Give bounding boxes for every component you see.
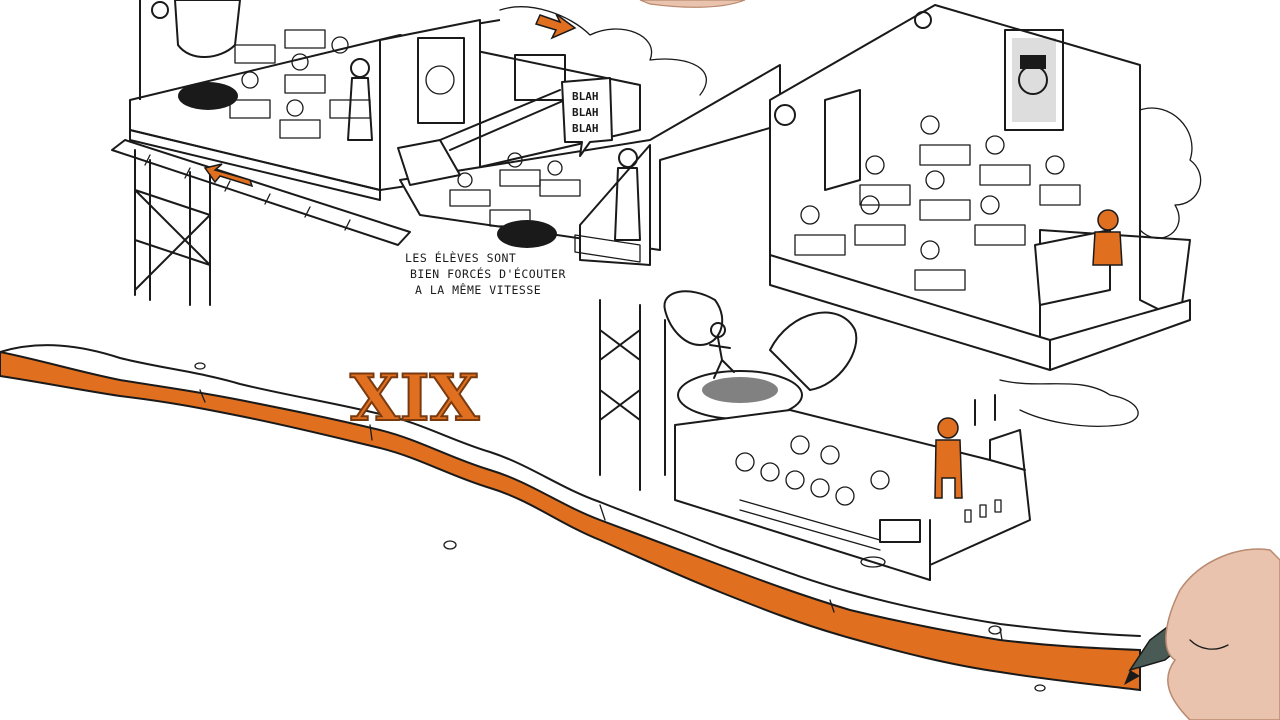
speech-bubble: BLAH BLAH BLAH — [561, 77, 613, 157]
caption: LES ÉLÈVES SONT BIEN FORCÉS D'ÉCOUTER A … — [405, 250, 566, 297]
clouds — [499, 6, 1202, 427]
orange-river — [0, 344, 1141, 692]
hand-with-marker — [1124, 548, 1280, 720]
bubble-line-1: BLAH — [572, 90, 599, 103]
flow-arrow — [534, 13, 577, 40]
typewriter — [879, 519, 921, 543]
era-label: XIX — [350, 361, 480, 436]
top-hand — [173, 0, 242, 58]
caption-line-2: BIEN FORCÉS D'ÉCOUTER — [410, 266, 566, 281]
middle-classroom: BLAH BLAH BLAH — [397, 54, 781, 266]
factory-room — [674, 394, 1031, 581]
caption-line-1: LES ÉLÈVES SONT — [405, 250, 516, 265]
falling-kid — [709, 322, 735, 379]
portrait-frame — [417, 37, 465, 124]
clock-icon-top — [914, 11, 932, 29]
caption-line-3: A LA MÊME VITESSE — [415, 282, 541, 297]
bubble-line-2: BLAH — [572, 106, 599, 119]
floor-hole — [178, 82, 238, 110]
clock-icon-right — [774, 104, 796, 126]
toilet-chute — [663, 290, 858, 420]
bubble-line-3: BLAH — [572, 122, 599, 135]
clock-icon — [151, 1, 169, 19]
portrait-frame-right — [1004, 29, 1064, 131]
orange-supervisor — [934, 417, 963, 499]
teacher-figure-left — [347, 58, 373, 141]
teacher-figure-middle — [614, 148, 641, 241]
orange-teacher — [1092, 209, 1123, 266]
top-hand-partial — [639, 0, 746, 8]
right-classroom — [769, 4, 1191, 371]
floor-hole-middle — [497, 220, 557, 248]
conveyor-belt — [111, 139, 411, 306]
